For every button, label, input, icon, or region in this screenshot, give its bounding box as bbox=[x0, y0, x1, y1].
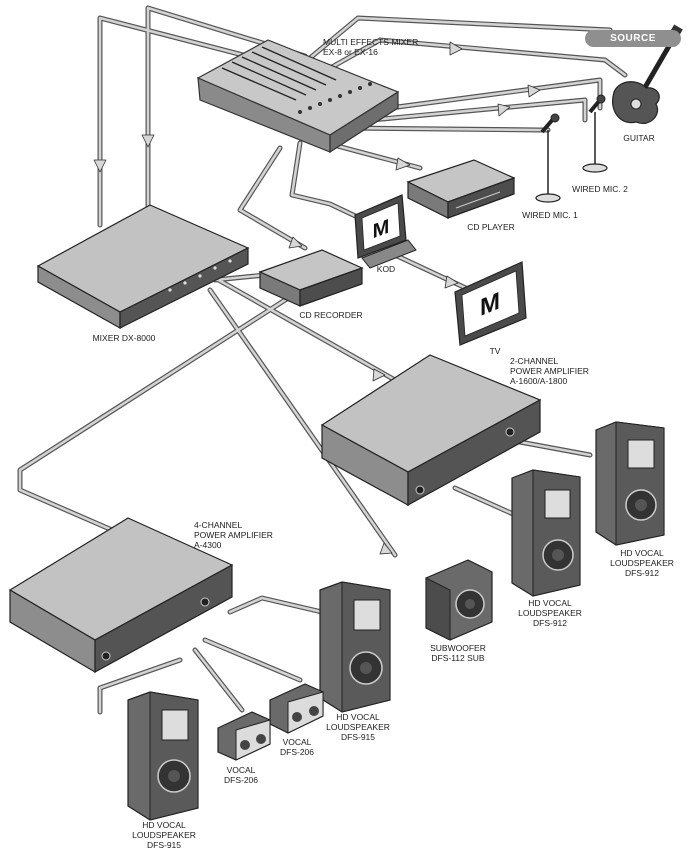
multi-effects-mixer-label: MULTI EFFECTS MIXER EX-8 or EX-16 bbox=[323, 37, 418, 57]
hd-912-left-label: HD VOCAL LOUDSPEAKER DFS-912 bbox=[512, 598, 588, 628]
amp-2ch-line2: POWER AMPLIFIER bbox=[510, 366, 589, 376]
hd-vocal-loudspeaker-912-left bbox=[511, 469, 581, 597]
hd-912-right-line3: DFS-912 bbox=[624, 568, 659, 578]
tv-label: TV bbox=[489, 346, 501, 356]
amp-4ch-line2: POWER AMPLIFIER bbox=[194, 530, 273, 540]
tv-screen-logo: M bbox=[480, 287, 500, 322]
subwoofer-label: SUBWOOFER DFS-112 SUB bbox=[420, 643, 496, 663]
hd-915-bottom-label: HD VOCAL LOUDSPEAKER DFS-915 bbox=[126, 820, 202, 850]
hd-915-bottom-line1: HD VOCAL bbox=[142, 820, 186, 830]
kod-screen-logo: M bbox=[373, 215, 390, 243]
vocal-206-left-line1: VOCAL bbox=[226, 765, 256, 775]
multi-effects-mixer-line1: MULTI EFFECTS MIXER bbox=[323, 37, 419, 47]
wired-mic-1-label: WIRED MIC. 1 bbox=[522, 210, 578, 220]
kod-player: M bbox=[354, 194, 417, 269]
wired-mic-1-stand bbox=[535, 113, 561, 203]
hd-915-mid-line2: LOUDSPEAKER bbox=[326, 722, 390, 732]
vocal-206-right-label: VOCAL DFS-206 bbox=[272, 737, 322, 757]
cd-recorder-label: CD RECORDER bbox=[299, 310, 363, 320]
hd-vocal-loudspeaker-912-right bbox=[595, 421, 665, 546]
wired-mic-2-stand bbox=[582, 94, 608, 173]
amp-4-channel-unit bbox=[8, 517, 234, 674]
hd-vocal-loudspeaker-915-bottom bbox=[127, 691, 199, 821]
guitar-label: GUITAR bbox=[623, 133, 655, 143]
subwoofer-line2: DFS-112 SUB bbox=[431, 653, 485, 663]
amp-2ch-line3: A-1600/A-1800 bbox=[510, 376, 568, 386]
hd-912-left-line1: HD VOCAL bbox=[528, 598, 572, 608]
amp-2-channel-unit bbox=[320, 354, 542, 507]
subwoofer-unit bbox=[425, 559, 493, 641]
hd-912-left-line2: LOUDSPEAKER bbox=[518, 608, 582, 618]
tv-screen: M bbox=[454, 261, 527, 346]
hd-915-mid-line3: DFS-915 bbox=[340, 732, 375, 742]
hd-912-left-line3: DFS-912 bbox=[532, 618, 567, 628]
cd-player-label: CD PLAYER bbox=[467, 222, 515, 232]
cd-recorder-unit bbox=[258, 249, 364, 307]
mixer-dx-8000-unit bbox=[36, 204, 250, 330]
amp-4ch-line3: A-4300 bbox=[194, 540, 222, 550]
amp-2ch-line1: 2-CHANNEL bbox=[510, 356, 559, 366]
amp-2ch-label: 2-CHANNEL POWER AMPLIFIER A-1600/A-1800 bbox=[510, 356, 589, 386]
hd-912-right-line1: HD VOCAL bbox=[620, 548, 664, 558]
cables bbox=[17, 5, 628, 715]
hd-vocal-loudspeaker-915-middle bbox=[319, 581, 391, 713]
hd-912-right-line2: LOUDSPEAKER bbox=[610, 558, 674, 568]
vocal-speaker-206-right bbox=[269, 683, 324, 734]
vocal-206-right-line2: DFS-206 bbox=[279, 747, 314, 757]
amp-4ch-line1: 4-CHANNEL bbox=[194, 520, 243, 530]
vocal-206-left-label: VOCAL DFS-206 bbox=[216, 765, 266, 785]
vocal-speaker-206-left bbox=[217, 711, 271, 761]
hd-915-bottom-line3: DFS-915 bbox=[146, 840, 181, 850]
cd-player-unit bbox=[406, 159, 516, 219]
mixer-dx-label: MIXER DX-8000 bbox=[92, 333, 156, 343]
hd-912-right-label: HD VOCAL LOUDSPEAKER DFS-912 bbox=[604, 548, 680, 578]
multi-effects-mixer-line2: EX-8 or EX-16 bbox=[323, 47, 378, 57]
kod-label: KOD bbox=[376, 264, 396, 274]
vocal-206-left-line2: DFS-206 bbox=[223, 775, 258, 785]
vocal-206-right-line1: VOCAL bbox=[282, 737, 312, 747]
hd-915-mid-label: HD VOCAL LOUDSPEAKER DFS-915 bbox=[320, 712, 396, 742]
wired-mic-2-label: WIRED MIC. 2 bbox=[572, 184, 628, 194]
hd-915-bottom-line2: LOUDSPEAKER bbox=[132, 830, 196, 840]
subwoofer-line1: SUBWOOFER bbox=[430, 643, 486, 653]
source-badge: SOURCE bbox=[585, 30, 681, 47]
multi-effects-mixer bbox=[196, 39, 400, 154]
amp-4ch-label: 4-CHANNEL POWER AMPLIFIER A-4300 bbox=[194, 520, 273, 550]
hd-915-mid-line1: HD VOCAL bbox=[336, 712, 380, 722]
